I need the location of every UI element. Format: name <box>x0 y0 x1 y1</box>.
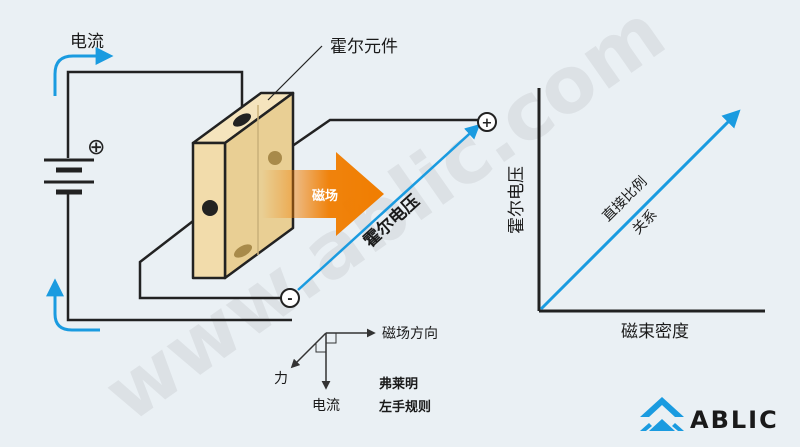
magnetic-field-label: 磁场 <box>312 188 338 204</box>
magnetic-field-arrow <box>262 152 384 236</box>
minus-terminal <box>280 288 300 308</box>
plus-terminal <box>477 112 497 132</box>
current-label-top: 电流 <box>70 32 104 52</box>
graph-line-annotation-2: 关系 <box>630 207 661 238</box>
hall-element-callout-line <box>267 45 323 101</box>
electrode-top <box>232 113 252 127</box>
field-direction-label: 磁场方向 <box>382 326 438 342</box>
fleming-rule-axes <box>290 328 376 390</box>
current-label-bottom: 电流 <box>312 398 340 414</box>
electrode-side <box>268 151 282 165</box>
minus-terminal-label: - <box>287 292 292 307</box>
electrode-front <box>202 200 218 216</box>
rule-label-line1: 弗莱明 <box>379 376 418 392</box>
graph-x-axis-label: 磁束密度 <box>621 322 689 342</box>
battery-plus-symbol: ⊕ <box>87 135 105 160</box>
battery-symbol <box>44 158 94 195</box>
graph-y-axis-label: 霍尔电压 <box>507 166 527 234</box>
force-label: 力 <box>274 371 288 387</box>
current-arrow-top <box>53 47 114 96</box>
graph-axes <box>537 88 765 313</box>
rule-label-line2: 左手规则 <box>379 399 431 415</box>
current-arrow-bottom <box>46 278 100 332</box>
hall-element-label: 霍尔元件 <box>330 37 398 57</box>
hall-voltage-arrow <box>297 123 481 291</box>
proportional-line <box>539 109 741 311</box>
plus-terminal-label: + <box>482 116 493 131</box>
ablic-logo-icon <box>640 397 684 431</box>
electrode-bottom <box>233 244 253 258</box>
ablic-logo-text: ABLIC <box>690 406 779 434</box>
